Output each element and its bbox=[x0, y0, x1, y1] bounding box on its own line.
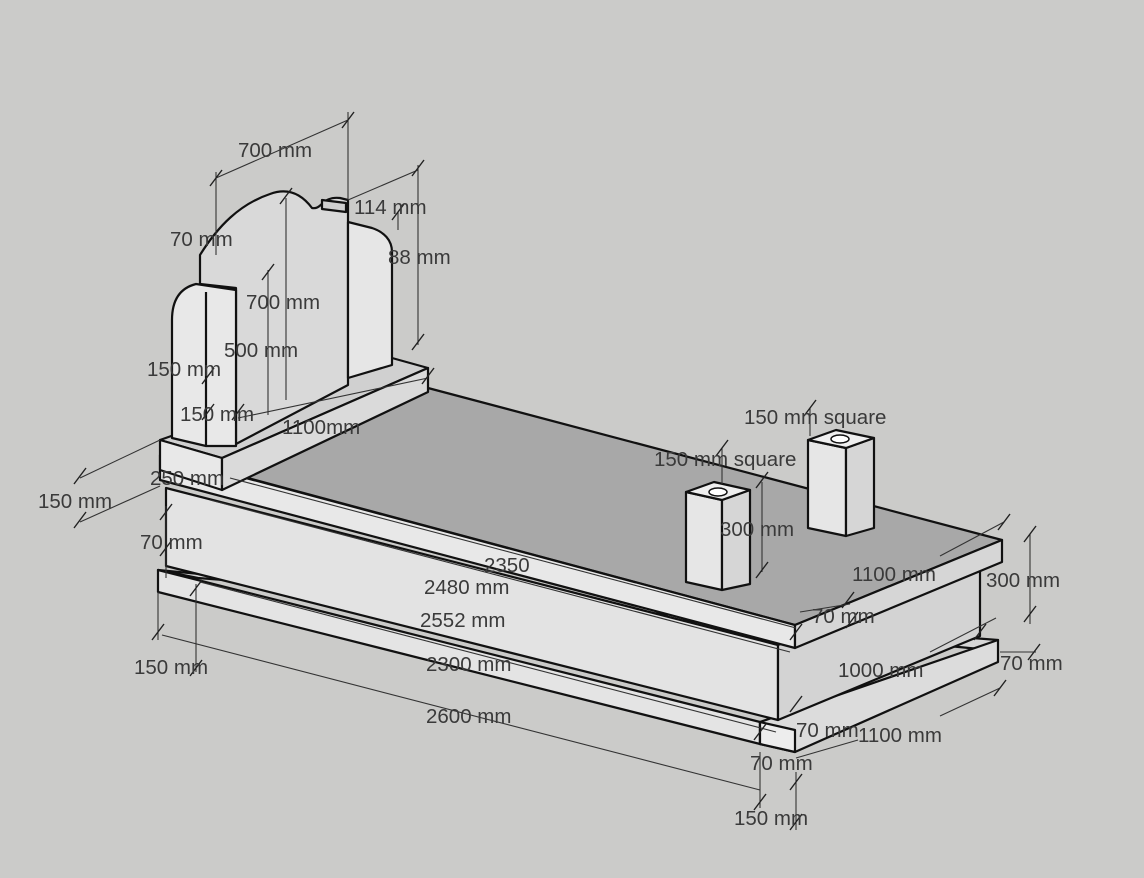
dim-vase-right-size: 150 mm square bbox=[744, 406, 886, 429]
dim-base-height-right: 70 mm bbox=[1000, 652, 1063, 675]
dim-base-inset: 70 mm bbox=[796, 719, 859, 742]
headrest-side-face bbox=[220, 366, 430, 492]
dim-headstone-base-height: 500 mm bbox=[224, 339, 298, 362]
dim-body-width: 1000 mm bbox=[838, 659, 923, 682]
headstone-notch bbox=[320, 198, 348, 214]
vase-left-front bbox=[684, 490, 724, 592]
dim-headstone-thickness: 114 mm bbox=[354, 196, 427, 219]
dim-headrest-width: 1100mm bbox=[282, 416, 360, 439]
dim-plinth-inner-length: 2300 mm bbox=[426, 653, 511, 676]
headstone-left-pillar bbox=[170, 282, 238, 448]
dim-base-length: 2600 mm bbox=[426, 705, 511, 728]
dim-base-width: 1100 mm bbox=[858, 724, 942, 747]
dim-slab-length: 2350 bbox=[484, 554, 530, 577]
base-corner-face bbox=[758, 720, 797, 754]
dim-base-thickness: 70 mm bbox=[750, 752, 813, 775]
dim-vase-height: 300 mm bbox=[720, 518, 794, 541]
dim-base-step-front: 150 mm bbox=[734, 807, 808, 830]
dim-headstone-shoulder: 70 mm bbox=[170, 228, 233, 251]
dim-headstone-width: 700 mm bbox=[238, 139, 312, 162]
dim-pillar-depth: 150 mm bbox=[147, 358, 221, 381]
dim-kerb-thickness-right: 70 mm bbox=[812, 605, 875, 628]
dim-vase-left-size: 150 mm square bbox=[654, 448, 796, 471]
dim-pillar-width: 150 mm bbox=[180, 403, 254, 426]
vase-right-side bbox=[844, 436, 876, 538]
dim-body-height: 300 mm bbox=[986, 569, 1060, 592]
dim-headrest-depth: 150 mm bbox=[38, 490, 112, 513]
dim-kerb-height: 70 mm bbox=[140, 531, 203, 554]
vase-right-hole bbox=[830, 434, 850, 444]
vase-right-front bbox=[806, 438, 848, 538]
dimension-lines bbox=[79, 112, 1036, 830]
dim-headrest-height: 250 mm bbox=[150, 467, 224, 490]
dim-plinth-top-length: 2552 mm bbox=[420, 609, 505, 632]
dim-headstone-side-height: 88 mm bbox=[388, 246, 451, 269]
vase-left-hole bbox=[708, 487, 728, 497]
dim-slab-width: 1100 mm bbox=[852, 563, 936, 586]
kerb-end-face bbox=[793, 538, 1004, 650]
dim-base-step-left: 150 mm bbox=[134, 656, 208, 679]
dimension-ticks bbox=[73, 111, 1041, 831]
dim-kerb-length: 2480 mm bbox=[424, 576, 509, 599]
headstone-right-pillar bbox=[346, 220, 394, 380]
dim-headstone-height-inner: 700 mm bbox=[246, 291, 320, 314]
